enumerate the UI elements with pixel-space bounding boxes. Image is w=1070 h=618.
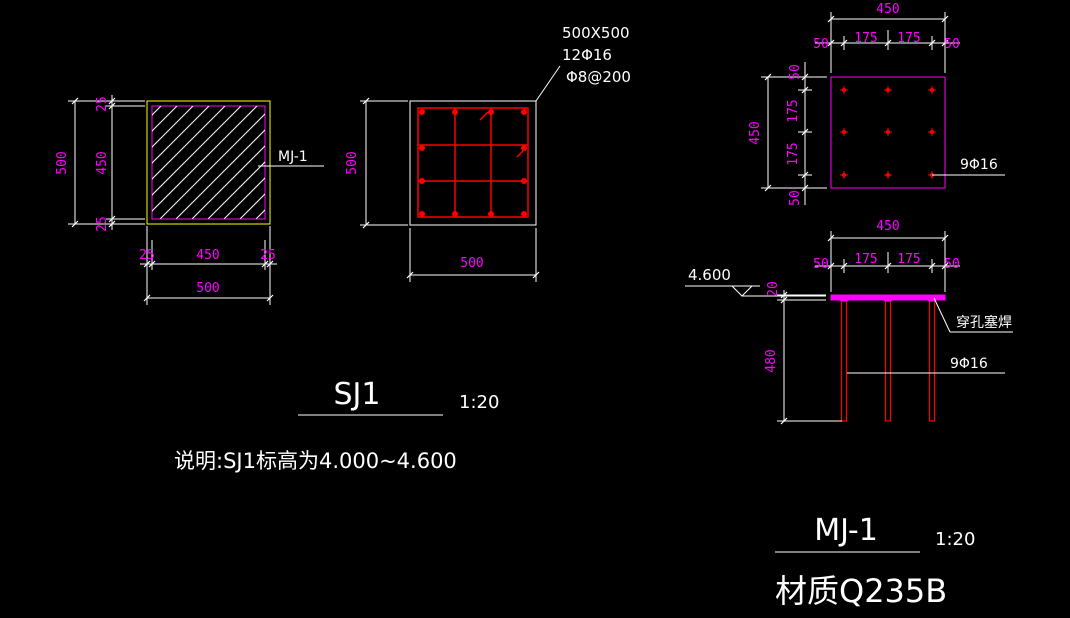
plug-weld bbox=[836, 294, 852, 302]
dim-vspan-2: 175 bbox=[786, 142, 801, 165]
weld-label: 穿孔塞焊 bbox=[956, 314, 1012, 331]
mj1-title-block: MJ-1 1:20 材质Q235B bbox=[775, 513, 975, 610]
dim-width-mid: 450 bbox=[196, 248, 219, 263]
hatch-line bbox=[159, 113, 265, 219]
sj1-scale: 1:20 bbox=[459, 392, 499, 413]
dim-span-1: 175 bbox=[854, 31, 877, 46]
elevation-marker bbox=[731, 285, 753, 297]
dim-right-edge: 50 bbox=[944, 37, 960, 52]
dim-right-edge: 50 bbox=[944, 257, 960, 272]
dim-bar-length: 480 bbox=[764, 349, 779, 372]
hatch-line bbox=[152, 106, 194, 148]
sj1-outline bbox=[146, 100, 271, 225]
dim-span-1: 175 bbox=[854, 252, 877, 267]
dim-bottom-edge: 50 bbox=[788, 190, 803, 206]
hatch-line bbox=[152, 106, 178, 132]
main-bars bbox=[419, 109, 527, 217]
mj1-leader-label: MJ-1 bbox=[278, 149, 308, 165]
rebar-dot bbox=[452, 211, 458, 217]
rebar-dot bbox=[488, 211, 494, 217]
anchor-bar-elev bbox=[928, 299, 936, 422]
sj1-rebar-view: 500 500 500X500 12Φ16 Φ8@200 bbox=[345, 24, 631, 282]
weld-leader-diag bbox=[933, 297, 951, 333]
rebar-dot bbox=[419, 178, 425, 184]
dim-left-edge: 50 bbox=[813, 37, 829, 52]
dim-span-2: 175 bbox=[897, 252, 920, 267]
rebar-dot bbox=[419, 145, 425, 151]
stirrup-outer bbox=[417, 107, 529, 218]
note-leader-line bbox=[535, 65, 561, 102]
dim-vspan-1: 175 bbox=[786, 99, 801, 122]
embed-plate-plan bbox=[830, 76, 946, 189]
dim-mid: 450 bbox=[95, 151, 110, 174]
stirrup-hook bbox=[479, 111, 489, 121]
mj1-elevation-view: 450 50 175 175 50 4.600 20 480 穿孔塞焊 9Φ16 bbox=[685, 219, 1013, 425]
rebar-dot bbox=[521, 211, 527, 217]
dim-total-height: 450 bbox=[748, 121, 763, 144]
hatch-pattern bbox=[32, 106, 265, 219]
rebar-dot bbox=[419, 109, 425, 115]
hatch-line bbox=[191, 145, 265, 219]
dim-height-total: 500 bbox=[55, 151, 70, 174]
anchor-bars-elev bbox=[836, 294, 940, 422]
dim-left-edge: 50 bbox=[813, 257, 829, 272]
anchor-bar-elev bbox=[840, 299, 848, 422]
hatch-line bbox=[152, 106, 210, 164]
note-size: 500X500 bbox=[562, 24, 630, 42]
dim-height: 500 bbox=[345, 151, 360, 174]
rebar-dot bbox=[521, 145, 527, 151]
sj1-note: 说明:SJ1标高为4.000~4.600 bbox=[174, 449, 457, 473]
dim-top-edge: 50 bbox=[788, 64, 803, 80]
mj1-title: MJ-1 bbox=[814, 513, 878, 548]
dim-left-cover: 25 bbox=[139, 248, 155, 263]
sj1-title-block: SJ1 1:20 说明:SJ1标高为4.000~4.600 bbox=[174, 377, 499, 473]
mj1-scale: 1:20 bbox=[935, 529, 975, 550]
bar-label-elev: 9Φ16 bbox=[950, 356, 988, 372]
hatch-line bbox=[223, 177, 265, 219]
mj1-material: 材质Q235B bbox=[775, 572, 947, 610]
hatch-line bbox=[152, 106, 242, 196]
sj1-title: SJ1 bbox=[334, 377, 381, 412]
hatch-line bbox=[152, 106, 258, 212]
rebar-dot bbox=[521, 178, 527, 184]
rebar-dot bbox=[488, 109, 494, 115]
dim-top-cover: 25 bbox=[95, 96, 110, 112]
hatch-line bbox=[239, 193, 265, 219]
dim-right-cover: 25 bbox=[260, 248, 276, 263]
dim-span-2: 175 bbox=[897, 31, 920, 46]
rebar-dot bbox=[419, 211, 425, 217]
dim-width-total: 500 bbox=[196, 281, 219, 296]
hatch-line bbox=[207, 161, 265, 219]
mj1-plan-view: 450 50 175 175 50 450 50 175 175 50 9Φ16 bbox=[748, 2, 1005, 206]
dim-bottom-cover: 25 bbox=[95, 216, 110, 232]
dim-width: 500 bbox=[460, 256, 483, 271]
hatch-line bbox=[175, 129, 265, 219]
anchor-bars-plan bbox=[840, 86, 936, 179]
plug-weld bbox=[880, 294, 896, 302]
rebar-dot bbox=[452, 109, 458, 115]
rebar-dot bbox=[521, 109, 527, 115]
dim-plate-thickness: 20 bbox=[766, 281, 781, 297]
dim-total-width: 450 bbox=[876, 2, 899, 17]
dim-total-width: 450 bbox=[876, 219, 899, 234]
sj1-section-view: 500 25 450 25 25 450 25 500 MJ-1 bbox=[32, 95, 324, 305]
hatch-line bbox=[152, 106, 226, 180]
note-main-bars: 12Φ16 bbox=[562, 46, 612, 64]
elevation-label: 4.600 bbox=[688, 266, 731, 284]
anchor-bar-elev bbox=[884, 299, 892, 422]
hatch-line bbox=[32, 106, 145, 219]
column-outline bbox=[409, 100, 537, 226]
note-stirrups: Φ8@200 bbox=[566, 68, 631, 86]
bar-label-plan: 9Φ16 bbox=[960, 157, 998, 173]
